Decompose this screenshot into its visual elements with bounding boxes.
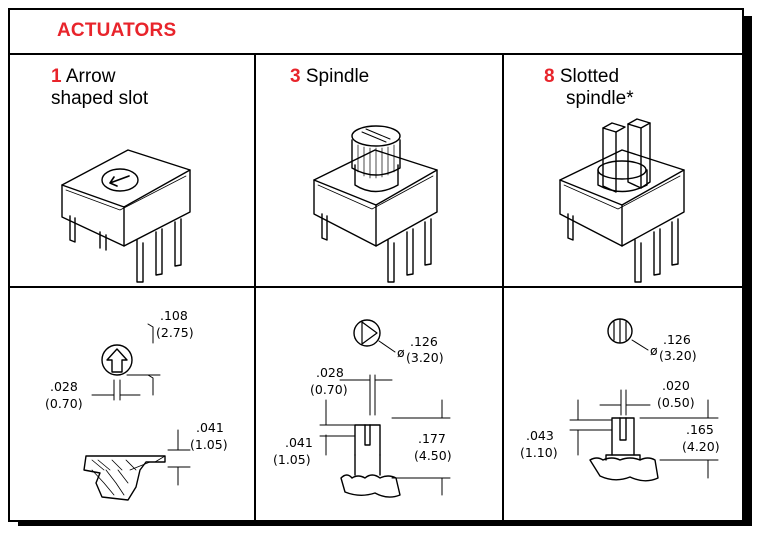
- dim-3-a-mm: (3.20): [406, 350, 444, 365]
- dim-8-d-in: .165: [686, 422, 714, 437]
- column-divider-1: [254, 54, 256, 520]
- dim-3-d-mm: (4.50): [414, 448, 452, 463]
- dim-8-a-in: .126: [663, 332, 691, 347]
- actuator-8-number: 8: [544, 66, 555, 87]
- dim-8-b-in: .020: [662, 378, 690, 393]
- actuator-8-dimension-drawing: [569, 318, 719, 482]
- dim-3-c-mm: (1.05): [273, 452, 311, 467]
- title-divider: [10, 53, 742, 55]
- actuator-1-isometric: [61, 149, 191, 283]
- actuator-8-name-line2: spindle*: [566, 88, 634, 109]
- actuator-1-number: 1: [51, 66, 62, 87]
- actuator-1-name-line2: shaped slot: [51, 88, 149, 109]
- dim-1-a-in: .108: [160, 308, 188, 323]
- drawing-sheet: [8, 8, 744, 522]
- dim-3-b-mm: (0.70): [310, 382, 348, 397]
- actuator-3-isometric: [313, 125, 438, 283]
- dim-3-b-in: .028: [316, 365, 344, 380]
- dim-1-c-in: .041: [196, 420, 224, 435]
- actuator-8-label: 8 Slotted spindle*: [544, 66, 634, 110]
- dim-8-b-mm: (0.50): [657, 395, 695, 410]
- dim-3-c-in: .041: [285, 435, 313, 450]
- dim-8-c-in: .043: [526, 428, 554, 443]
- actuator-3-label: 3 Spindle: [290, 66, 369, 88]
- actuator-8-name-line1: Slotted: [559, 66, 620, 87]
- dim-8-a-mm: (3.20): [659, 348, 697, 363]
- actuator-3-name-line1: Spindle: [305, 66, 370, 87]
- actuator-1-name-line1: Arrow: [65, 66, 116, 87]
- dim-1-a-mm: (2.75): [156, 325, 194, 340]
- column-divider-2: [502, 54, 504, 520]
- page-title: ACTUATORS: [57, 20, 177, 41]
- dim-8-d-mm: (4.20): [682, 439, 720, 454]
- dim-8-c-mm: (1.10): [520, 445, 558, 460]
- dim-1-b-in: .028: [50, 379, 78, 394]
- actuator-8-isometric: [559, 118, 685, 283]
- dim-8-a-prefix: ø: [650, 343, 658, 358]
- actuator-1-label: 1 Arrow shaped slot: [51, 66, 148, 110]
- dim-1-b-mm: (0.70): [45, 396, 83, 411]
- dim-3-a-prefix: ø: [397, 345, 405, 360]
- actuator-1-dimension-drawing: [83, 323, 191, 501]
- actuator-3-dimension-drawing: [319, 319, 451, 498]
- dim-1-c-mm: (1.05): [190, 437, 228, 452]
- dim-3-a-in: .126: [410, 334, 438, 349]
- dim-3-d-in: .177: [418, 431, 446, 446]
- row-divider: [10, 286, 742, 288]
- actuator-3-number: 3: [290, 66, 301, 87]
